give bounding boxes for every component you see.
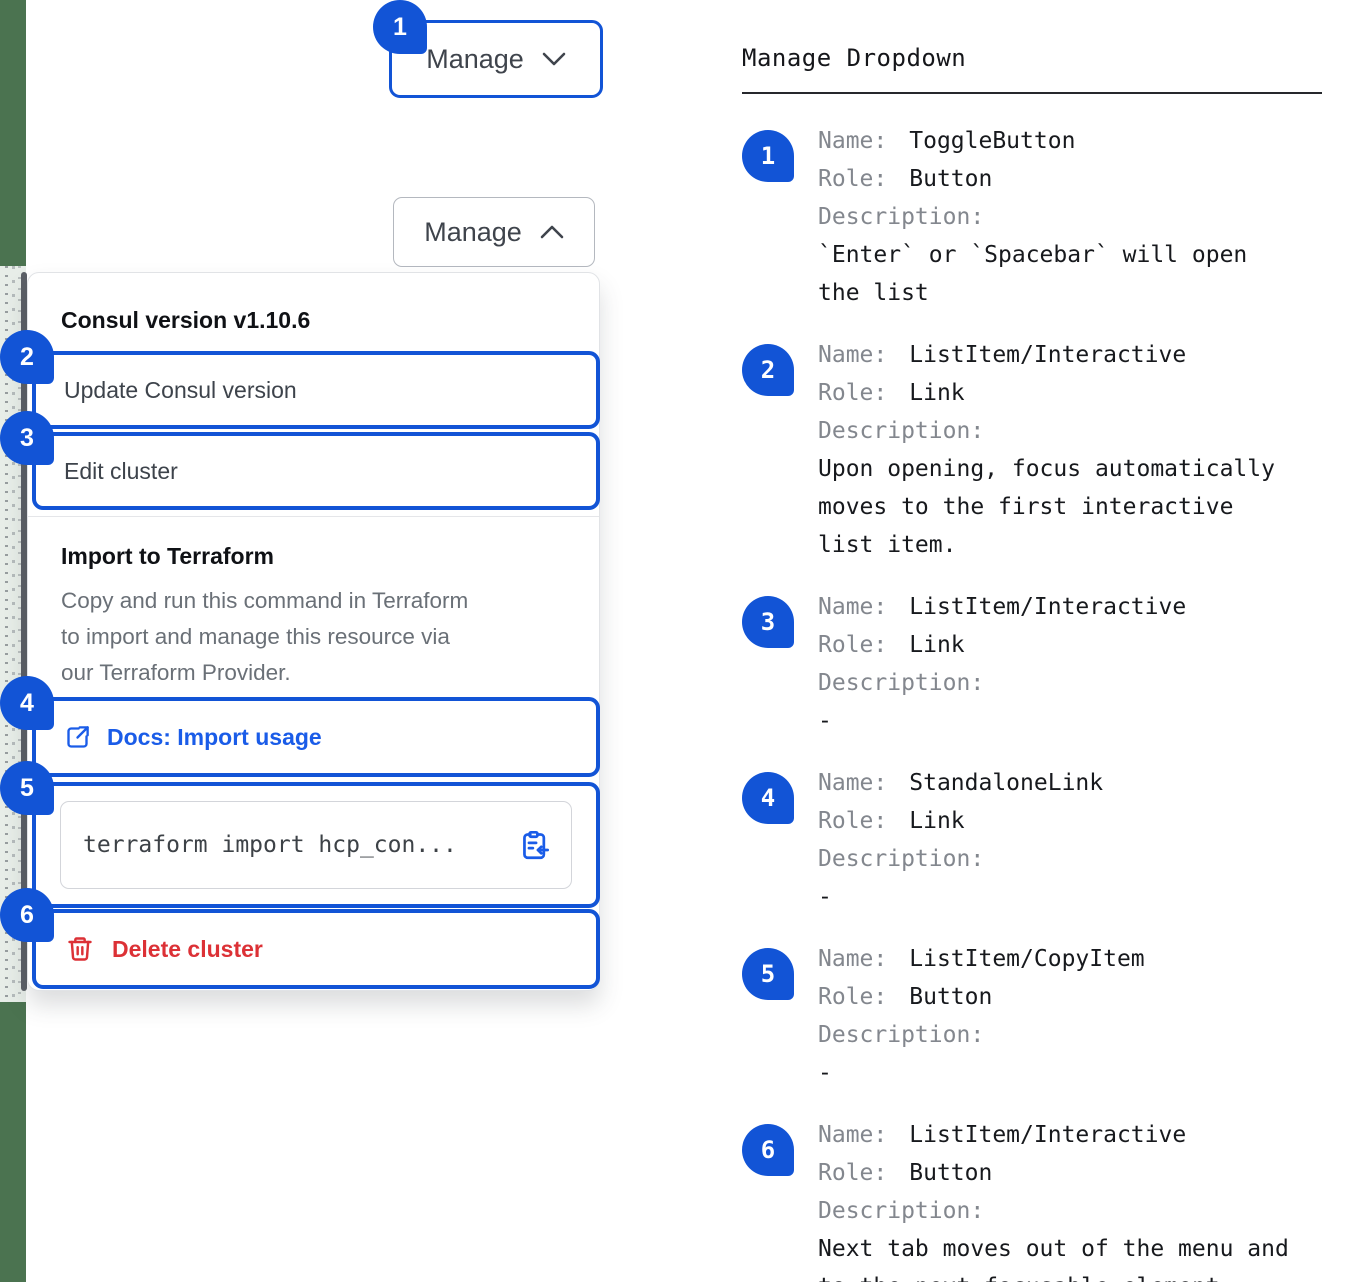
consul-version-header: Consul version v1.10.6 — [61, 307, 311, 333]
role-value: Button — [909, 1160, 993, 1186]
description-label: Description: — [818, 1022, 985, 1048]
section-divider — [28, 516, 599, 517]
menu-item-delete-cluster[interactable]: Delete cluster — [32, 909, 600, 989]
description-value: Next tab moves out of the menu and to th… — [818, 1236, 1289, 1282]
update-consul-version-label: Update Consul version — [64, 376, 297, 403]
annotation-list: 1 Name: ToggleButton Role: Button Descript… — [742, 122, 1322, 1282]
chevron-up-icon — [540, 224, 564, 240]
role-value: Link — [909, 808, 965, 834]
menu-item-update-consul-version[interactable]: Update Consul version — [32, 351, 600, 429]
role-label: Role: — [818, 808, 888, 834]
accessibility-annotations: Manage Dropdown 1 Name: ToggleButton Role… — [742, 28, 1322, 1282]
name-value: ListItem/Interactive — [909, 1122, 1187, 1148]
name-label: Name: — [818, 770, 888, 796]
copy-command-field[interactable]: terraform import hcp_con... — [60, 801, 572, 889]
name-value: ListItem/Interactive — [909, 594, 1187, 620]
annotation-badge-1: 1 — [742, 130, 794, 182]
annotation-badge-2: 2 — [0, 330, 54, 384]
annotation-item-3: 3 Name: ListItem/Interactive Role: Link De… — [742, 588, 1322, 740]
description-label: Description: — [818, 418, 985, 444]
description-label: Description: — [818, 1198, 985, 1224]
description-value: - — [818, 884, 832, 910]
name-label: Name: — [818, 128, 888, 154]
annotation-badge-2: 2 — [742, 344, 794, 396]
chevron-down-icon — [542, 51, 566, 67]
annotation-badge-4: 4 — [742, 772, 794, 824]
annotations-title: Manage Dropdown — [742, 44, 967, 72]
role-label: Role: — [818, 632, 888, 658]
menu-item-docs-import-usage[interactable]: Docs: Import usage — [32, 697, 600, 777]
name-label: Name: — [818, 1122, 888, 1148]
trash-icon — [68, 937, 92, 961]
annotation-item-2: 2 Name: ListItem/Interactive Role: Link De… — [742, 336, 1322, 564]
name-value: ListItem/CopyItem — [909, 946, 1145, 972]
import-to-terraform-title: Import to Terraform — [61, 543, 274, 569]
manage-dropdown-panel: Consul version v1.10.6 Update Consul ver… — [27, 272, 600, 991]
menu-item-copy-command: terraform import hcp_con... — [32, 782, 600, 908]
dropdown-left-edge — [21, 272, 27, 991]
role-value: Button — [909, 166, 993, 192]
manage-toggle-label: Manage — [424, 216, 522, 247]
annotation-item-5: 5 Name: ListItem/CopyItem Role: Button Des… — [742, 940, 1322, 1092]
annotation-badge-3: 3 — [0, 411, 54, 465]
docs-import-usage-label: Docs: Import usage — [107, 723, 322, 750]
manage-toggle-label: Manage — [426, 43, 524, 74]
manage-toggle-button-open[interactable]: Manage — [393, 197, 595, 267]
role-value: Button — [909, 984, 993, 1010]
name-value: ToggleButton — [909, 128, 1076, 154]
description-label: Description: — [818, 670, 985, 696]
role-label: Role: — [818, 1160, 888, 1186]
annotation-item-1: 1 Name: ToggleButton Role: Button Descript… — [742, 122, 1322, 312]
annotation-badge-6: 6 — [742, 1124, 794, 1176]
description-label: Description: — [818, 846, 985, 872]
edit-cluster-label: Edit cluster — [64, 457, 178, 484]
clipboard-copy-icon[interactable] — [518, 830, 549, 861]
description-value: - — [818, 708, 832, 734]
name-label: Name: — [818, 946, 888, 972]
name-value: ListItem/Interactive — [909, 342, 1187, 368]
role-label: Role: — [818, 380, 888, 406]
import-description: Copy and run this command in Terraform t… — [61, 588, 469, 685]
name-label: Name: — [818, 594, 888, 620]
annotation-item-4: 4 Name: StandaloneLink Role: Link Descript… — [742, 764, 1322, 916]
annotation-badge-6: 6 — [0, 888, 54, 942]
name-value: StandaloneLink — [909, 770, 1104, 796]
description-label: Description: — [818, 204, 985, 230]
description-value: `Enter` or `Spacebar` will open the list — [818, 242, 1248, 306]
role-label: Role: — [818, 166, 888, 192]
role-label: Role: — [818, 984, 888, 1010]
menu-item-edit-cluster[interactable]: Edit cluster — [32, 432, 600, 510]
title-rule — [742, 92, 1322, 94]
annotation-item-6: 6 Name:ListItem/Interactive Role:Button … — [742, 1116, 1322, 1282]
annotation-badge-3: 3 — [742, 596, 794, 648]
annotation-badge-5: 5 — [0, 761, 54, 815]
role-value: Link — [909, 632, 965, 658]
external-link-icon — [67, 725, 89, 748]
delete-cluster-label: Delete cluster — [112, 935, 263, 962]
description-value: Upon opening, focus automatically moves … — [818, 456, 1275, 558]
annotation-badge-1: 1 — [373, 0, 427, 54]
name-label: Name: — [818, 342, 888, 368]
annotation-badge-4: 4 — [0, 676, 54, 730]
description-value: - — [818, 1060, 832, 1086]
manage-toggle-button-closed[interactable]: Manage — [389, 20, 603, 98]
annotation-badge-5: 5 — [742, 948, 794, 1000]
terraform-command-text: terraform import hcp_con... — [83, 832, 457, 858]
role-value: Link — [909, 380, 965, 406]
